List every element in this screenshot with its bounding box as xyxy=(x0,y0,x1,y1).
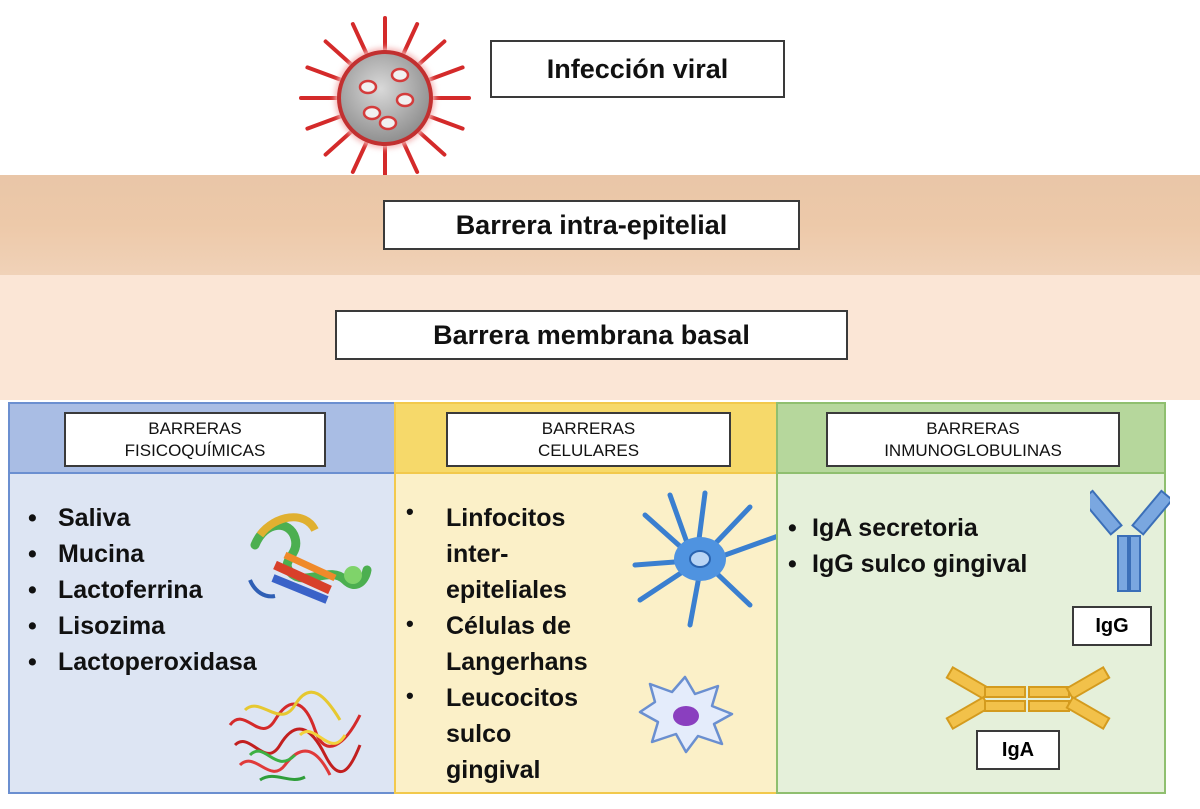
virus-spike xyxy=(415,128,447,157)
virus-spike xyxy=(323,128,355,157)
immunoglobulin-list: IgA secretoria IgG sulco gingival xyxy=(776,510,1096,582)
virus-spike xyxy=(425,113,465,131)
virus-spike xyxy=(350,22,370,58)
list-line: Leucocitos xyxy=(446,684,578,712)
heading-line1: BARRERAS xyxy=(926,418,1020,438)
title-text: Infección viral xyxy=(546,53,729,84)
virus-spike xyxy=(415,39,447,68)
list-line: Células de xyxy=(446,612,572,640)
list-item: • Células de Langerhans xyxy=(400,608,640,680)
list-item: Saliva xyxy=(16,500,346,536)
igg-label-box: IgG xyxy=(1072,606,1152,646)
virus-spike xyxy=(400,138,420,174)
list-line: gingival xyxy=(446,756,541,784)
iga-label-box: IgA xyxy=(976,730,1060,770)
list-item: • Leucocitos sulco gingival xyxy=(400,680,640,788)
virus-spike xyxy=(400,22,420,58)
heading-line2: INMUNOGLOBULINAS xyxy=(884,440,1062,460)
virus-spike xyxy=(350,138,370,174)
list-line: Linfocitos xyxy=(446,504,566,532)
list-item: Lactoperoxidasa xyxy=(16,644,346,680)
list-line: epiteliales xyxy=(446,576,567,604)
virus-icon xyxy=(299,16,471,180)
list-item: • Linfocitos inter- epiteliales xyxy=(400,499,640,608)
intra-epithelial-label-box: Barrera intra-epitelial xyxy=(383,200,800,250)
list-item: IgG sulco gingival xyxy=(776,546,1096,582)
basal-membrane-label: Barrera membrana basal xyxy=(433,319,750,350)
list-item: Lisozima xyxy=(16,608,346,644)
list-line: sulco xyxy=(446,720,512,748)
list-item: IgA secretoria xyxy=(776,510,1096,546)
panel-physicochemical-heading: BARRERAS FISICOQUÍMICAS xyxy=(64,412,326,467)
iga-label: IgA xyxy=(1001,738,1035,761)
virus-spike xyxy=(305,113,345,131)
virus-spike xyxy=(425,65,465,83)
intra-epithelial-label: Barrera intra-epitelial xyxy=(455,209,728,240)
cellular-list: • Linfocitos inter- epiteliales • Célula… xyxy=(400,499,640,788)
leukocyte-icon xyxy=(638,675,734,754)
panel-immunoglobulins-heading: BARRERAS INMUNOGLOBULINAS xyxy=(826,412,1120,467)
igg-label: IgG xyxy=(1095,614,1129,637)
dendritic-cell-icon xyxy=(632,490,798,628)
protein-structure-icon xyxy=(228,690,362,782)
iga-dimer-icon xyxy=(945,665,1111,731)
heading-line2: FISICOQUÍMICAS xyxy=(124,440,266,460)
list-item: Mucina xyxy=(16,536,346,572)
list-line: Langerhans xyxy=(446,648,588,676)
list-line: inter- xyxy=(446,540,509,568)
physicochemical-list: Saliva Mucina Lactoferrina Lisozima Lact… xyxy=(16,500,346,680)
list-item: Lactoferrina xyxy=(16,572,346,608)
panel-cellular-heading: BARRERAS CELULARES xyxy=(446,412,731,467)
protein-structure-icon xyxy=(248,513,372,604)
title-box: Infección viral xyxy=(490,40,785,98)
virus-spike xyxy=(305,65,345,83)
heading-line1: BARRERAS xyxy=(541,418,636,438)
virus-spike xyxy=(323,39,355,68)
heading-line1: BARRERAS xyxy=(148,418,242,438)
igg-antibody-icon xyxy=(1090,489,1170,592)
basal-membrane-label-box: Barrera membrana basal xyxy=(335,310,848,360)
heading-line2: CELULARES xyxy=(537,440,640,460)
